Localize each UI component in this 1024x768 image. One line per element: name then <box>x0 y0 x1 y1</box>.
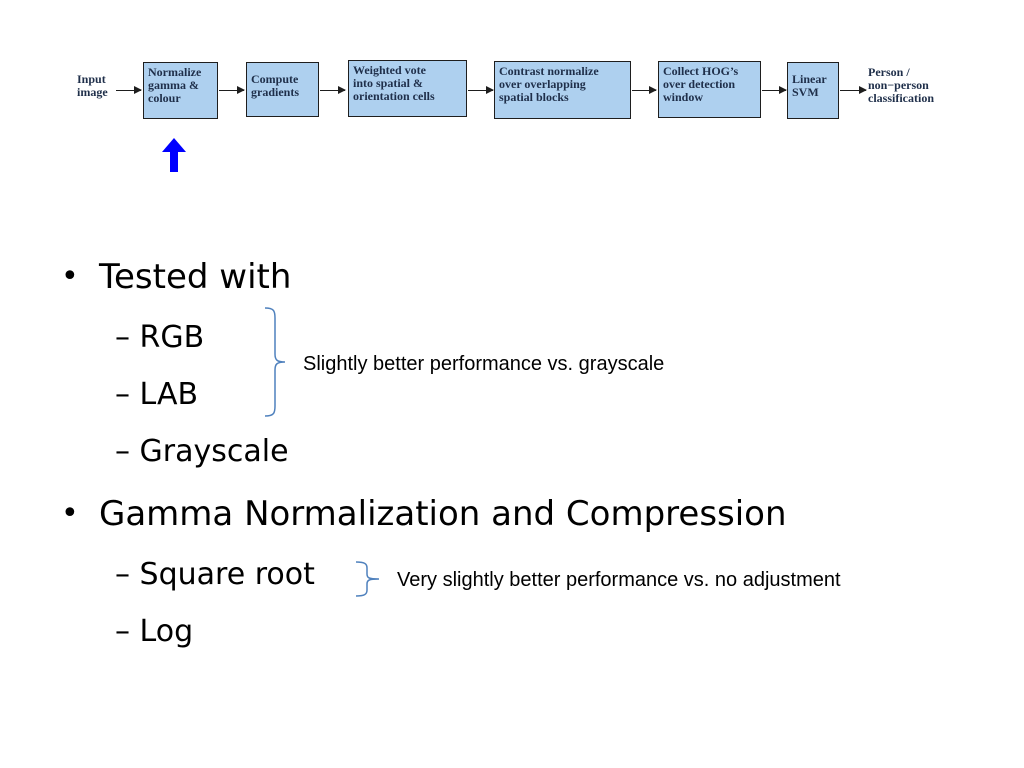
hog-pipeline-diagram: Input image Normalize gamma & colour Com… <box>0 0 1024 200</box>
bullet-dot-icon: • <box>61 496 79 531</box>
pipeline-step-gradients: Compute gradients <box>246 62 319 117</box>
pipeline-arrow <box>762 86 787 94</box>
bullet-gamma: • Gamma Normalization and Compression <box>61 494 787 534</box>
color-space-note: Slightly better performance vs. grayscal… <box>303 353 665 375</box>
pipeline-step-weighted-vote: Weighted vote into spatial & orientation… <box>348 60 467 117</box>
gamma-note: Very slightly better performance vs. no … <box>397 569 841 591</box>
subitem-log: – Log <box>115 614 194 649</box>
subitem-square-root: – Square root <box>115 557 315 592</box>
bullet-tested-with: • Tested with <box>61 257 292 297</box>
pipeline-arrow <box>840 86 867 94</box>
up-arrow-icon <box>162 138 186 172</box>
bullet-text: Gamma Normalization and Compression <box>99 494 787 534</box>
right-brace-icon <box>355 561 380 597</box>
subitem-grayscale: – Grayscale <box>115 434 289 469</box>
bullet-dot-icon: • <box>61 259 79 294</box>
pipeline-arrow <box>468 86 494 94</box>
pipeline-arrow <box>632 86 657 94</box>
bullet-text: Tested with <box>99 257 292 297</box>
pipeline-step-linear-svm: Linear SVM <box>787 62 839 119</box>
subitem-lab: – LAB <box>115 377 199 412</box>
subitem-rgb: – RGB <box>115 320 205 355</box>
pipeline-input-label: Input image <box>77 72 108 99</box>
pipeline-output-label: Person / non−person classification <box>868 65 934 105</box>
pipeline-arrow <box>219 86 245 94</box>
pipeline-step-normalize: Normalize gamma & colour <box>143 62 218 119</box>
pipeline-arrow <box>320 86 346 94</box>
right-brace-icon <box>264 307 286 417</box>
pipeline-step-contrast-normalize: Contrast normalize over overlapping spat… <box>494 61 631 119</box>
pipeline-step-collect-hog: Collect HOG’s over detection window <box>658 61 761 118</box>
pipeline-arrow <box>116 86 142 94</box>
